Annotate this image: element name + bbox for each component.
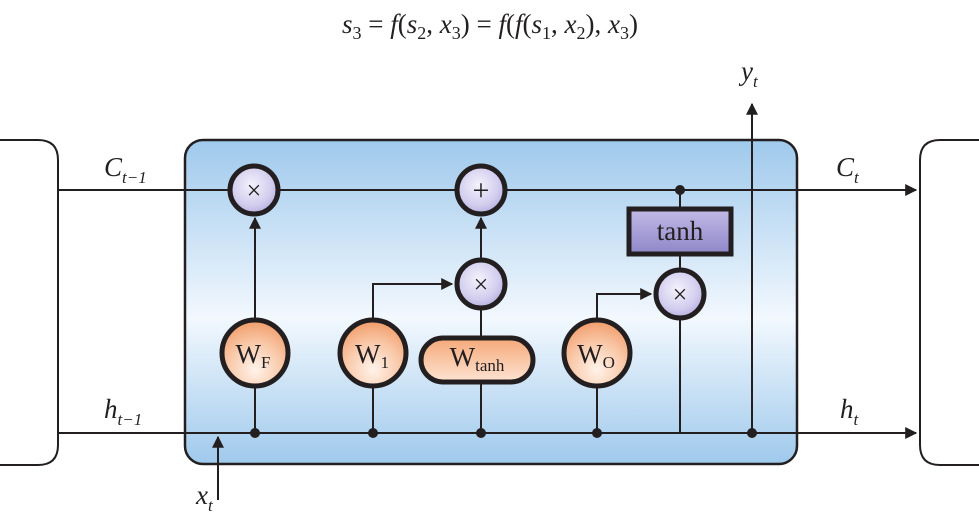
- formula-s2: s: [407, 9, 418, 39]
- tanh-label: tanh: [657, 216, 704, 246]
- wf-sub: F: [261, 353, 270, 372]
- add-operator: +: [454, 163, 508, 217]
- formula-open3: (: [523, 9, 532, 39]
- c-prev-label: Ct−1: [104, 152, 147, 187]
- formula-comma3: ,: [595, 9, 609, 39]
- weight-node-w1: W1: [337, 317, 409, 389]
- wo-sub: O: [603, 353, 615, 372]
- h-t-sub: t: [854, 410, 860, 429]
- wo-to-mult-arrow: [596, 288, 653, 320]
- c-prev-main: C: [104, 152, 123, 182]
- x-t-main: x: [195, 480, 208, 510]
- h-prev-main: h: [104, 394, 118, 424]
- formula-f2: f: [498, 9, 509, 39]
- formula-x3a-sub: 3: [452, 23, 461, 43]
- w1-label: W1: [355, 339, 389, 372]
- formula-open2: (: [506, 9, 515, 39]
- output-multiply-operator: ×: [653, 267, 707, 321]
- weight-node-wf: WF: [219, 317, 291, 389]
- c-t-label: Ct: [836, 152, 860, 187]
- output-multiply-symbol: ×: [673, 280, 688, 309]
- formula-eq2: =: [470, 9, 499, 39]
- c-t-sub: t: [854, 168, 860, 187]
- h-prev-label: ht−1: [104, 394, 142, 429]
- formula-comma1: ,: [426, 9, 440, 39]
- w1-sub: 1: [380, 353, 389, 372]
- tanh-activation-box: tanh: [626, 206, 734, 257]
- wtanh-w: W: [450, 342, 476, 372]
- formula-s3: s: [342, 9, 353, 39]
- formula-f3: f: [515, 9, 526, 39]
- h-prev-sub: t−1: [118, 410, 143, 429]
- wf-label: WF: [236, 339, 271, 372]
- input-multiply-operator: ×: [454, 257, 508, 311]
- y-t-main: y: [738, 56, 753, 86]
- wo-w: W: [577, 339, 603, 369]
- w1-to-mult-arrow: [372, 278, 454, 320]
- x-t-label: xt: [195, 480, 214, 515]
- h-t-main: h: [840, 394, 854, 424]
- x-t-sub: t: [208, 496, 214, 515]
- wtanh-sub: tanh: [475, 356, 505, 375]
- formula-s1-sub: 1: [542, 23, 551, 43]
- formula-s2-sub: 2: [417, 23, 426, 43]
- junction-dot-y: [747, 428, 757, 438]
- formula-x3a: x: [439, 9, 452, 39]
- c-prev-sub: t−1: [122, 168, 147, 187]
- formula-x2: x: [564, 9, 577, 39]
- formula-eq1: =: [362, 9, 391, 39]
- wo-label: WO: [577, 339, 615, 372]
- formula-s3-sub: 3: [353, 23, 362, 43]
- formula-close2: ): [629, 9, 638, 39]
- w1-w: W: [355, 339, 381, 369]
- forget-multiply-symbol: ×: [247, 176, 262, 205]
- weight-node-wtanh: Wtanh: [418, 335, 536, 385]
- formula-comma2: ,: [551, 9, 565, 39]
- wf-w: W: [236, 339, 262, 369]
- formula-x3b-sub: 3: [620, 23, 629, 43]
- formula-s1: s: [532, 9, 543, 39]
- formula-x3b: x: [607, 9, 620, 39]
- wtanh-label: Wtanh: [450, 342, 505, 375]
- formula-open1: (: [398, 9, 407, 39]
- y-t-sub: t: [753, 72, 759, 91]
- formula: s3 = f(s2, x3) = f(f(s1, x2), x3): [342, 9, 638, 43]
- formula-close3: ): [586, 9, 595, 39]
- y-t-label: yt: [738, 56, 759, 91]
- formula-close1: ): [461, 9, 470, 39]
- left-neighbor-cell: [0, 139, 59, 466]
- input-multiply-symbol: ×: [474, 270, 489, 299]
- formula-f1: f: [390, 9, 401, 39]
- c-t-main: C: [836, 152, 855, 182]
- forget-multiply-operator: ×: [227, 163, 281, 217]
- add-symbol: +: [473, 174, 490, 207]
- h-t-label: ht: [840, 394, 860, 429]
- right-neighbor-cell: [919, 139, 979, 466]
- weight-node-wo: WO: [561, 317, 633, 389]
- formula-x2-sub: 2: [577, 23, 586, 43]
